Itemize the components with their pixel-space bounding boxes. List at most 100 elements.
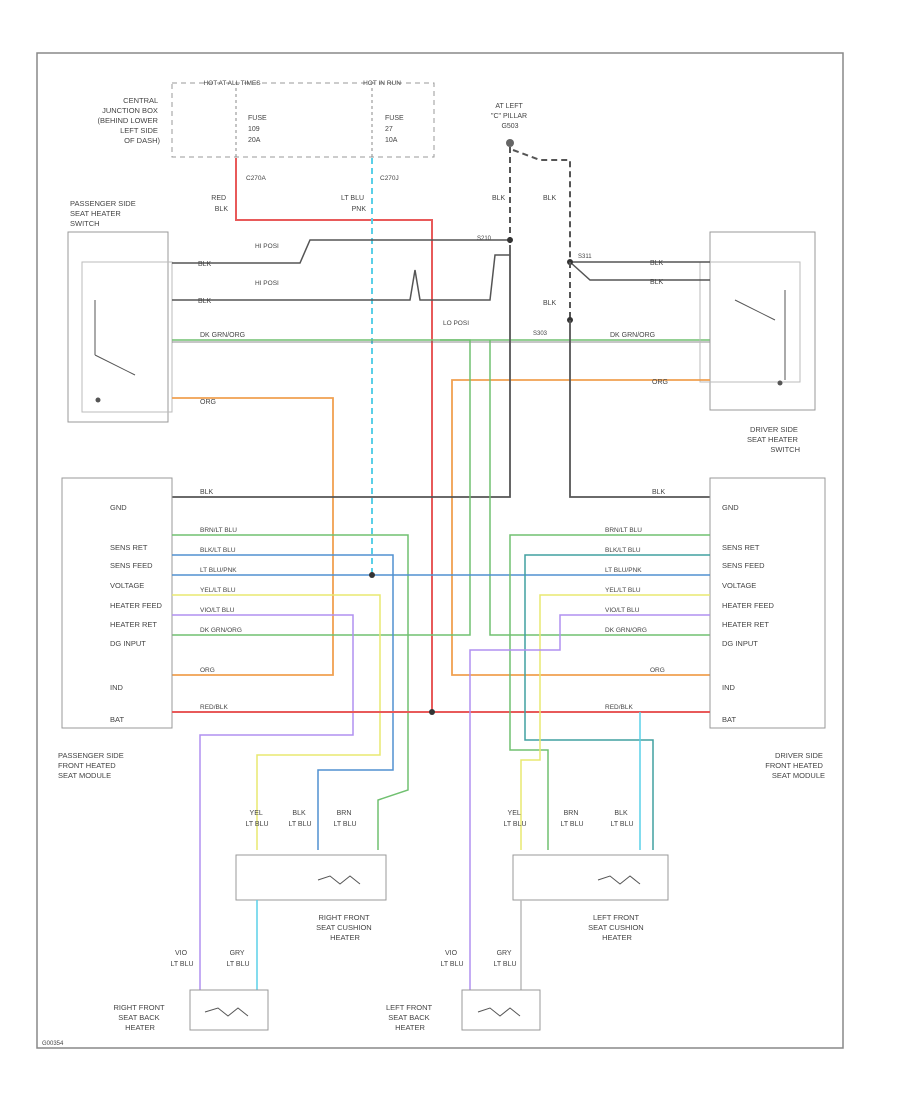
pass-dg-input-wire [172,339,471,636]
lf-cushion-element [597,875,641,885]
blk-ltblu-label-d: BLK/LT BLU [605,547,641,554]
lf-back-label: LEFT FRONT SEAT BACK HEATER [386,1003,434,1032]
lf-cushion-heater [512,854,669,901]
drv-blk-wire-2 [569,261,710,281]
rf-back-label: RIGHT FRONT SEAT BACK HEATER [113,1003,166,1032]
org-label-2: ORG [652,379,668,386]
hot-all-times-label: HOT AT ALL TIMES [203,80,261,87]
drv-switch-node [777,380,783,386]
rf-back-wire-labels-2: GRY LT BLU [226,950,249,968]
pass-switch-label: PASSENGER SIDE SEAT HEATER SWITCH [70,199,138,228]
s303-label: S303 [533,331,548,337]
red-blk-label: RED BLK [211,195,228,213]
drv-module-box [709,477,826,729]
org-label-d: ORG [650,667,665,674]
pass-sens-ret-wire [172,534,409,850]
drv-switch-contact [734,290,786,380]
drv-module-label: DRIVER SIDE FRONT HEATED SEAT MODULE [765,751,825,780]
lf-back-element [477,1007,521,1017]
drv-switch-box [709,231,816,411]
drv-pin-gnd: GND [722,503,739,512]
drv-pin-heater-ret: HEATER RET [722,620,769,629]
lf-cushion-wire-labels: YEL LT BLU [503,810,526,828]
lf-back-wire-labels: VIO LT BLU [440,950,463,968]
pass-pin-voltage: VOLTAGE [110,581,144,590]
rf-cushion-wire-labels-2: BLK LT BLU [288,810,311,828]
drv-sens-feed-wire [524,554,710,850]
drv-pin-bat: BAT [722,715,736,724]
drv-org-ind-wire [451,379,710,676]
org-label-p: ORG [200,667,215,674]
pass-pin-bat: BAT [110,715,124,724]
brn-ltblu-label-p: BRN/LT BLU [200,527,237,534]
drv-module-pins: GND SENS RET SENS FEED VOLTAGE HEATER FE… [722,503,775,724]
lf-cushion-wire-labels-3: BLK LT BLU [610,810,633,828]
pass-module-label: PASSENGER SIDE FRONT HEATED SEAT MODULE [58,751,126,780]
drv-sens-ret-wire [509,534,710,850]
pass-pin-heater-feed: HEATER FEED [110,601,163,610]
pass-pin-heater-ret: HEATER RET [110,620,157,629]
pass-switch-node [95,397,101,403]
ltblu-pnk-label: LT BLU PNK [341,195,366,213]
red-blk-label-d: RED/BLK [605,704,633,711]
dk-grn-org-label-1: DK GRN/ORG [200,332,245,339]
diagram-frame [36,52,844,1049]
drv-gnd-wire [569,320,710,498]
pass-pin-dg-input: DG INPUT [110,639,146,648]
rf-back-element [204,1007,249,1017]
pass-module-box [61,477,173,729]
red-power-wire [235,158,433,712]
lf-back-heater [461,989,541,1031]
blk-label-9: BLK [652,489,666,496]
red-blk-label-p: RED/BLK [200,704,228,711]
fuse-a-label: FUSE 109 20A [248,115,269,144]
pass-switch-box [67,231,169,423]
blk-label-3: BLK [198,261,212,268]
drv-pin-ind: IND [722,683,736,692]
vio-ltblu-label-d: VIO/LT BLU [605,607,640,614]
yel-ltblu-label-p: YEL/LT BLU [200,587,236,594]
drv-pin-heater-feed: HEATER FEED [722,601,775,610]
pass-module-pins: GND SENS RET SENS FEED VOLTAGE HEATER FE… [110,503,163,724]
drv-pin-voltage: VOLTAGE [722,581,756,590]
s210-label: S210 [477,236,492,242]
fuse-b-label: FUSE 27 10A [385,115,406,144]
rf-cushion-wire-labels: YEL LT BLU [245,810,268,828]
pass-switch-inner [81,261,173,413]
pass-blk-wire-1 [172,239,510,264]
drv-switch-inner [699,261,801,383]
pass-pin-sens-ret: SENS RET [110,543,148,552]
central-junction-box [171,82,435,158]
hot-in-run-label: HOT IN RUN [363,80,401,87]
pass-org-ind-wire [172,397,334,676]
dk-grn-org-label-2: DK GRN/ORG [610,332,655,339]
ltblu-pnk-label-d: LT BLU/PNK [605,567,642,574]
lo-pos-label: LO POSI [443,320,469,327]
blk-label-1: BLK [492,195,506,202]
c270j-label: C270J [380,175,399,182]
pass-switch-contact [94,300,136,376]
drv-heater-ret-wire [469,614,710,990]
org-label-1: ORG [200,399,216,406]
figure-id: G00354 [42,1041,64,1047]
blk-label-7: BLK [543,300,557,307]
pass-pin-sens-feed: SENS FEED [110,561,153,570]
rf-cushion-label: RIGHT FRONT SEAT CUSHION HEATER [316,913,374,942]
lf-back-wire-labels-2: GRY LT BLU [493,950,516,968]
brn-ltblu-label-d: BRN/LT BLU [605,527,642,534]
blk-label-8: BLK [200,489,214,496]
rf-cushion-wire-labels-3: BRN LT BLU [333,810,356,828]
pass-pin-gnd: GND [110,503,127,512]
dkgrn-org-label-d: DK GRN/ORG [605,627,647,634]
yel-ltblu-label-d: YEL/LT BLU [605,587,641,594]
splice-bat [429,709,435,715]
splice-voltage [369,572,375,578]
rf-back-heater [189,989,269,1031]
drv-pin-sens-feed: SENS FEED [722,561,765,570]
lf-cushion-wire-labels-2: BRN LT BLU [560,810,583,828]
splice-s210 [507,237,513,243]
dkgrn-org-label-p: DK GRN/ORG [200,627,242,634]
pass-gnd-wire [172,245,511,498]
lf-cushion-label: LEFT FRONT SEAT CUSHION HEATER [588,913,646,942]
rf-cushion-heater [235,854,387,901]
